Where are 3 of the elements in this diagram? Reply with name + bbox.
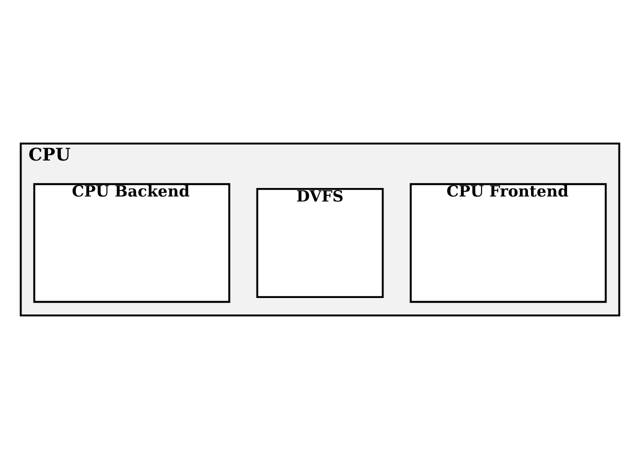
node-box: CPU Backend [33,182,230,302]
node-box: DVFS [256,188,384,298]
node-box: CPU Frontend [410,182,607,302]
